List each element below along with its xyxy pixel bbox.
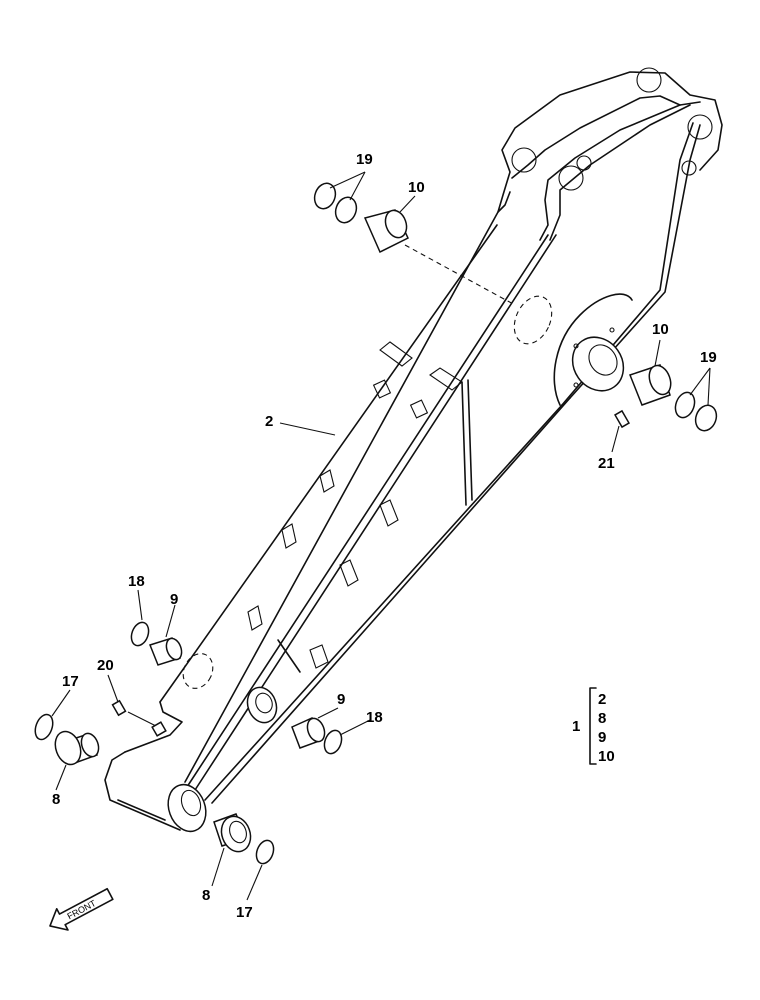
callout-18-left: 18 xyxy=(128,573,145,590)
front-arrow: FRONT xyxy=(49,887,114,931)
callout-9-right: 9 xyxy=(337,691,345,708)
callout-10-upper: 10 xyxy=(408,179,425,196)
callout-19-upper: 19 xyxy=(356,151,373,168)
assembly-child-3: 9 xyxy=(598,729,606,746)
callout-2: 2 xyxy=(265,413,273,430)
assembly-child-1: 2 xyxy=(598,691,606,708)
boom-foot xyxy=(104,686,278,833)
hidden-holes xyxy=(182,244,553,689)
o-ring-19a xyxy=(313,182,337,210)
callout-8-left: 8 xyxy=(52,791,60,808)
callout-17-left: 17 xyxy=(62,673,79,690)
boss-plate xyxy=(553,293,633,406)
assembly-legend: 1 2 8 9 10 xyxy=(572,687,615,765)
callout-20: 20 xyxy=(97,657,114,674)
o-ring-19b xyxy=(334,196,358,224)
assembly-parent: 1 xyxy=(572,718,580,735)
callout-21: 21 xyxy=(598,455,615,472)
callout-18-right: 18 xyxy=(366,709,383,726)
callout-8-bottom: 8 xyxy=(202,887,210,904)
callout-labels: 19 10 10 19 21 2 18 9 20 17 8 9 18 8 17 xyxy=(52,151,717,921)
loose-parts xyxy=(34,182,718,865)
callout-10-right: 10 xyxy=(652,321,669,338)
callout-9-left: 9 xyxy=(170,591,178,608)
boom-head-holes xyxy=(511,67,713,191)
leader-lines xyxy=(51,171,711,901)
boom-brackets xyxy=(247,341,463,669)
callout-17-bottom: 17 xyxy=(236,904,253,921)
callout-19-right: 19 xyxy=(700,349,717,366)
assembly-child-4: 10 xyxy=(598,748,615,765)
assembly-child-2: 8 xyxy=(598,710,606,727)
boom-outline xyxy=(124,71,723,804)
